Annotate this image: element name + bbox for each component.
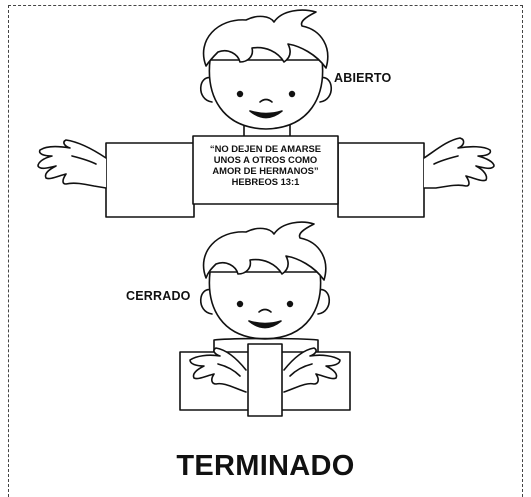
open-label: ABIERTO [334,71,392,85]
boy-smile [249,110,283,119]
boy-hair [202,9,329,69]
verse-line: AMOR DE HERMANOS” [212,165,319,176]
left-hand-open [37,139,107,189]
left-arm-strip [105,142,195,218]
verse-line: UNOS A OTROS COMO [213,154,318,165]
boy-face [208,59,324,130]
finished-title: TERMINADO [176,450,355,482]
center-verse-box [192,135,339,205]
boy-closed-figure [199,221,331,353]
left-hand-closed [189,347,247,393]
boy2-body [213,337,319,353]
right-hand-closed [283,347,341,393]
closed-label: CERRADO [126,289,191,303]
dashed-cut-border [8,5,523,497]
boy-open-figure [199,9,333,141]
boy2-right-eye [286,300,294,308]
open-arm-strips [105,135,425,218]
folded-center-panel [247,343,283,417]
boy2-left-eye [236,300,244,308]
verse-line: “NO DEJEN DE AMARSE [209,143,322,154]
boy2-hair [202,221,327,281]
boy-left-eye [236,90,244,98]
boy-nose [259,98,273,103]
bible-verse: “NO DEJEN DE AMARSE UNOS A OTROS COMO AM… [193,143,338,187]
boy-right-eye [288,90,296,98]
boy2-nose [258,308,272,313]
right-hand-open [423,137,495,189]
boy2-face [208,271,322,340]
verse-reference: HEBREOS 13:1 [231,176,300,187]
right-arm-strip [337,142,425,218]
boy2-smile [248,320,282,329]
